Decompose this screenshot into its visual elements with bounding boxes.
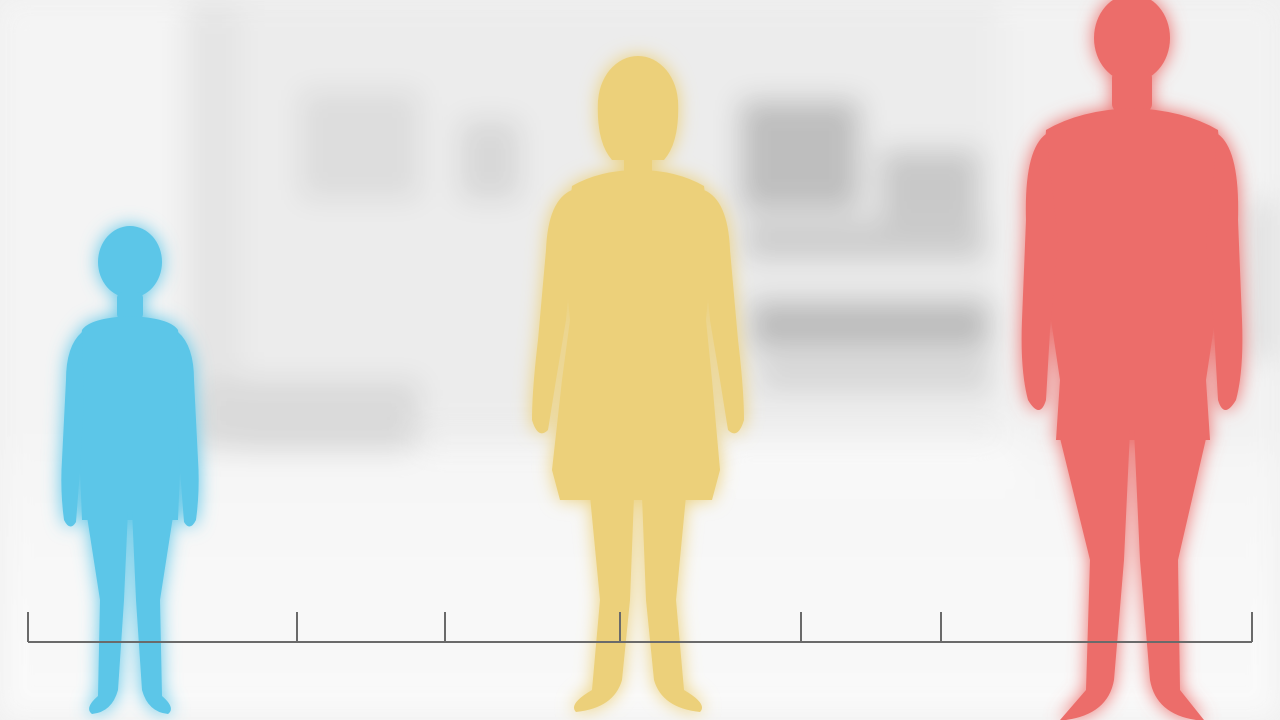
girl-silhouette: [532, 56, 744, 712]
scale-ticks: [27, 612, 1253, 642]
man-silhouette: [1021, 0, 1243, 720]
child-silhouette: [61, 226, 199, 714]
